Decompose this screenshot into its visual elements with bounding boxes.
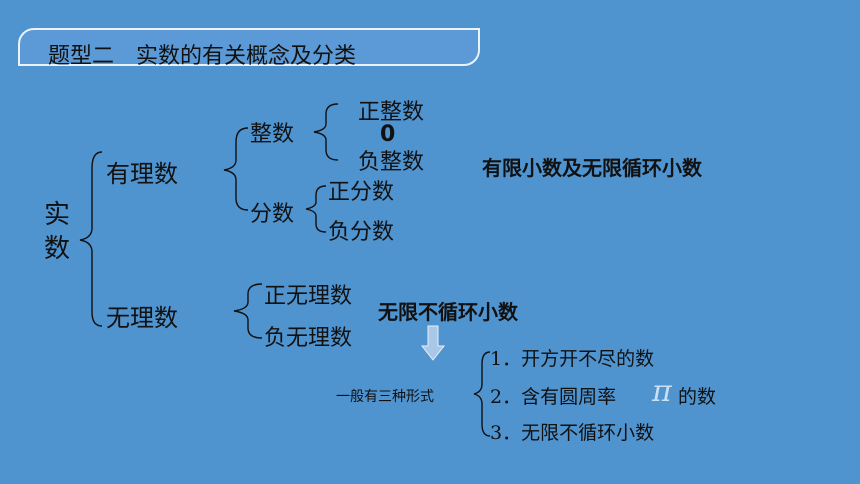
rational-note: 有限小数及无限循环小数 (482, 156, 702, 180)
fraction-label: 分数 (250, 202, 295, 227)
form-item-2-suffix: 的数 (678, 386, 717, 408)
rational-label: 有理数 (106, 160, 178, 188)
title-bar: 题型二 实数的有关概念及分类 (18, 28, 480, 69)
brace-forms (473, 351, 491, 437)
irrational-note: 无限不循环小数 (378, 300, 518, 324)
brace-irrational (233, 283, 263, 339)
zero: 0 (380, 122, 396, 147)
form-item-3: 3．无限不循环小数 (490, 422, 655, 444)
forms-label: 一般有三种形式 (336, 389, 434, 405)
brace-rational (223, 127, 249, 211)
integer-label: 整数 (250, 122, 295, 147)
positive-integer: 正整数 (358, 100, 425, 125)
brace-fraction (305, 185, 327, 233)
negative-irrational: 负无理数 (264, 326, 353, 351)
pi-symbol: π (652, 374, 672, 409)
irrational-label: 无理数 (106, 304, 178, 332)
negative-integer: 负整数 (358, 150, 425, 175)
positive-fraction: 正分数 (328, 180, 395, 205)
form-item-1: 1．开方开不尽的数 (490, 348, 655, 370)
page-title: 题型二 实数的有关概念及分类 (48, 44, 357, 69)
brace-integer (313, 103, 339, 161)
positive-irrational: 正无理数 (264, 284, 353, 309)
form-item-2: 2．含有圆周率 (490, 386, 617, 408)
brace-root (79, 151, 103, 327)
root-label: 实数 (44, 200, 71, 264)
negative-fraction: 负分数 (328, 220, 395, 245)
down-arrow-icon (420, 325, 446, 361)
